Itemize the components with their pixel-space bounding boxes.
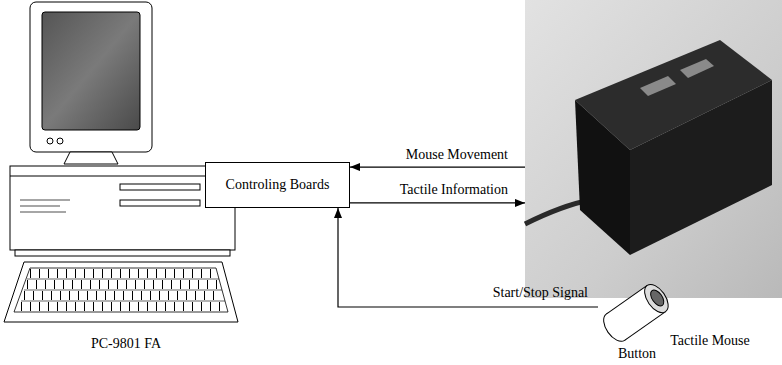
key-ticks: [30, 269, 216, 278]
photo-ground: [525, 0, 782, 298]
computer-drawing: [4, 2, 238, 322]
signal-arrow: [350, 202, 525, 203]
mouse-front: [575, 100, 630, 255]
monitor-knob: [47, 138, 53, 144]
signal-label: Mouse Movement: [406, 147, 508, 163]
monitor-frame: [30, 2, 152, 152]
signal-arrow: [350, 166, 525, 167]
part-label: Tactile Mouse: [643, 333, 777, 349]
key-row: [24, 290, 222, 291]
key-row: [21, 301, 225, 302]
button-face: [640, 280, 673, 317]
key-ticks: [24, 291, 222, 300]
keyboard: [4, 262, 238, 322]
floppy-slot: [120, 200, 200, 206]
floppy-slot: [120, 184, 200, 190]
case-marking: [20, 206, 60, 207]
button-body: [606, 285, 665, 340]
signal-arrow: [338, 208, 598, 307]
button-cap: [648, 288, 667, 308]
monitor-knob: [57, 138, 63, 144]
button-outline: [625, 312, 666, 341]
part-label: Button: [588, 346, 686, 362]
photo-node: Tactile Mouse: [525, 0, 782, 298]
mouse-key: [640, 76, 676, 96]
case-foot: [15, 250, 230, 256]
computer-case: [10, 166, 235, 250]
case-marking: [20, 212, 66, 213]
key-ticks: [27, 280, 219, 289]
button-drawing: [599, 280, 673, 345]
button-node: Button: [598, 272, 676, 342]
signal-label: Tactile Information: [400, 182, 508, 198]
keyboard-keys: [14, 268, 228, 312]
box-label: Controling Boards: [226, 177, 330, 193]
key-row: [27, 279, 219, 280]
button-outline: [606, 285, 647, 314]
mouse-side: [630, 80, 772, 255]
signal-label: Start/Stop Signal: [493, 285, 588, 301]
mouse-key: [680, 59, 714, 78]
key-ticks: [21, 302, 225, 311]
monitor-screen: [42, 12, 140, 130]
process-box: Controling Boards: [205, 162, 350, 208]
case-marking: [20, 200, 70, 201]
part-label: PC-9801 FA: [8, 336, 244, 352]
tactile-mouse-photo: [525, 0, 782, 298]
monitor-stand: [64, 152, 118, 164]
case-edge: [10, 176, 235, 177]
